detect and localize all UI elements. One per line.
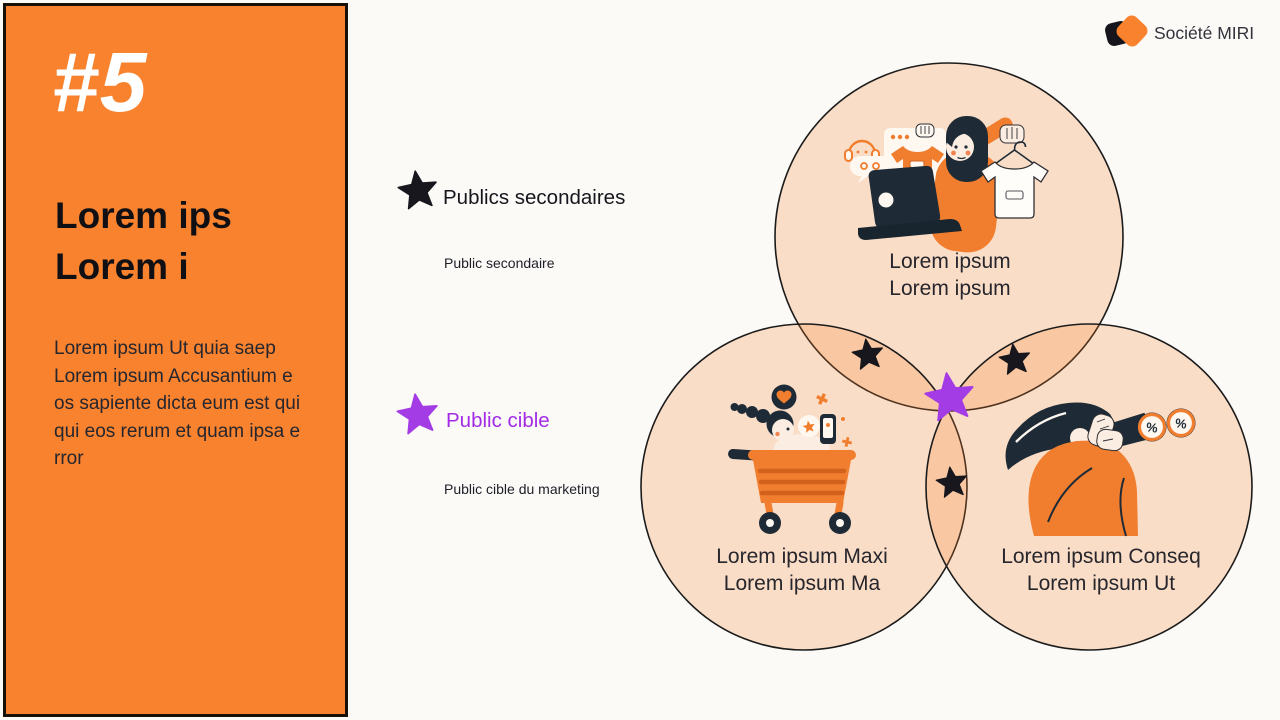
illustration-shopping-cart bbox=[728, 384, 856, 534]
percent-symbol-right: % bbox=[1174, 415, 1188, 432]
percent-symbol-left: % bbox=[1145, 419, 1159, 436]
legend-subtitle-target: Public cible du marketing bbox=[444, 481, 600, 497]
panel-body-text: Lorem ipsum Ut quia saep Lorem ipsum Acc… bbox=[54, 338, 301, 469]
star-icon-target bbox=[395, 392, 441, 438]
logo-company-name: Société MIRI bbox=[1154, 23, 1255, 43]
illustration-online-shopping bbox=[844, 116, 1049, 253]
legend-title-secondary: Publics secondaires bbox=[443, 186, 626, 209]
venn-label-top: Lorem ipsum Lorem ipsum bbox=[889, 250, 1011, 300]
star-icon-secondary bbox=[396, 169, 440, 213]
panel-title: Lorem ips Lorem i bbox=[55, 195, 232, 287]
venn-label-bottom-right: Lorem ipsum Conseq Lorem ipsum Ut bbox=[1001, 545, 1201, 595]
legend-subtitle-secondary: Public secondaire bbox=[444, 255, 555, 271]
legend-title-target: Public cible bbox=[446, 409, 550, 432]
side-panel: #5 Lorem ips Lorem i Lorem ipsum Ut quia… bbox=[3, 3, 348, 717]
venn-label-bottom-left: Lorem ipsum Maxi Lorem ipsum Ma bbox=[716, 545, 888, 595]
illustration-binoculars-search: % % bbox=[1005, 402, 1196, 537]
slide-number: #5 bbox=[52, 35, 148, 129]
